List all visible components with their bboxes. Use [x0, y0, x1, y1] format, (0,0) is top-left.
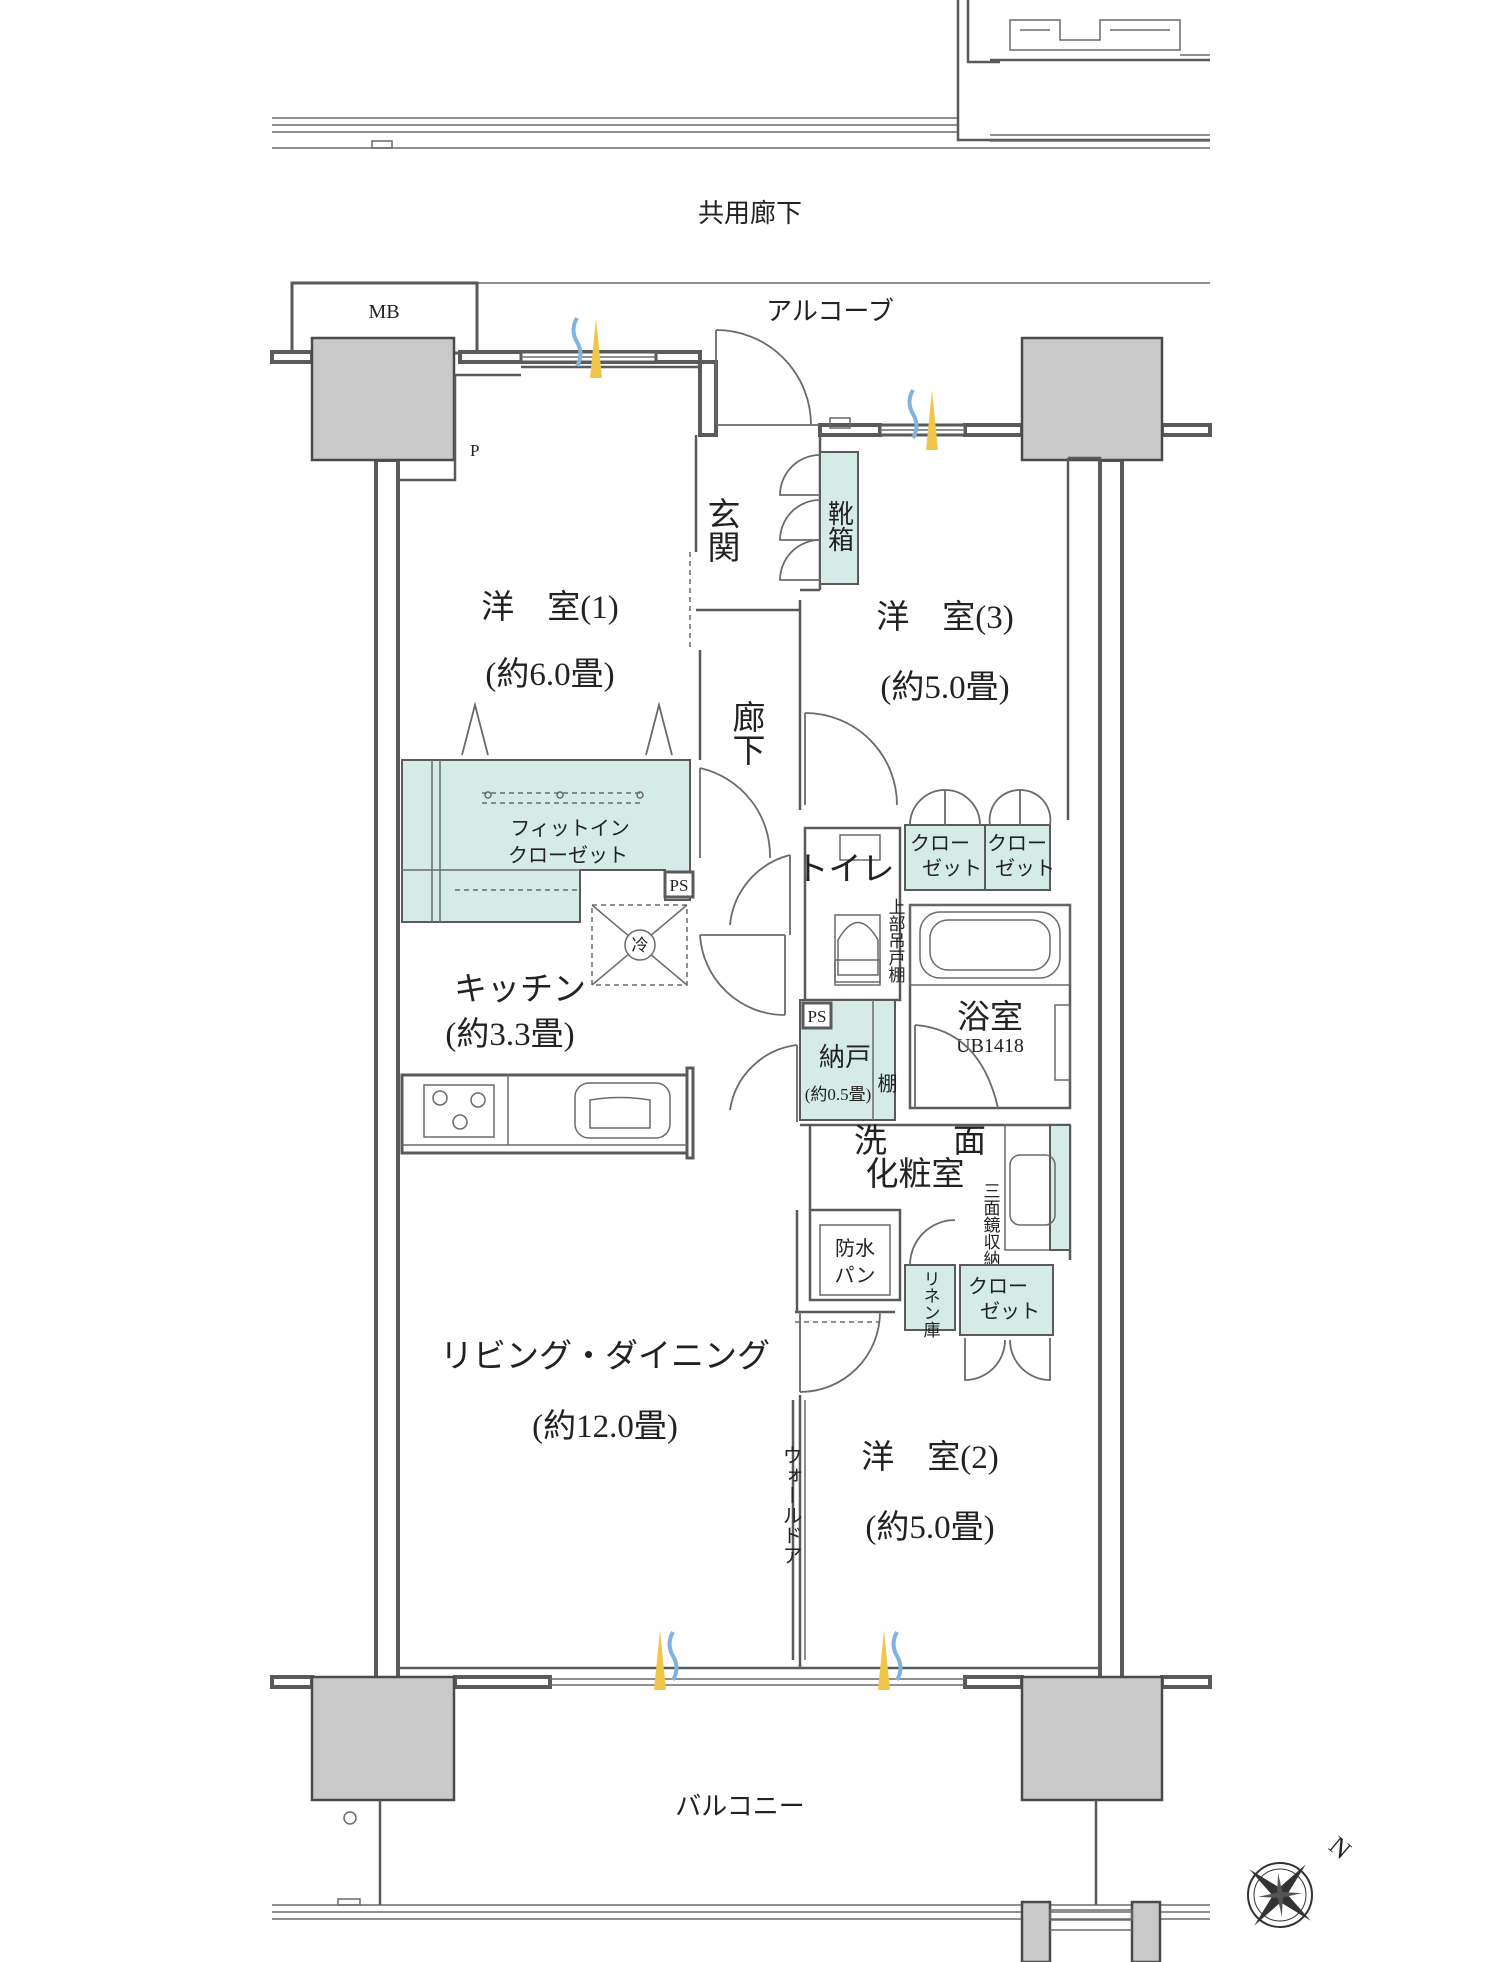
alcove-label: アルコーブ — [766, 297, 894, 326]
closet-doors-room3[interactable] — [909, 789, 1052, 826]
outer-walls — [270, 350, 1212, 1689]
p-label: P — [470, 441, 479, 460]
top-window-2 — [878, 423, 967, 437]
wic-label-1: フィットイン — [510, 818, 630, 840]
top-structure — [272, 0, 1210, 149]
closet-c-label-2: ゼット — [980, 1300, 1040, 1323]
room2-door[interactable] — [799, 1311, 881, 1393]
ps-label-1: PS — [670, 876, 689, 895]
walk-in-closet — [401, 701, 691, 923]
mirror-label: 三面鏡収納 — [981, 1182, 1001, 1268]
upper-shelf-label: 上部吊戸棚 — [886, 898, 906, 984]
wash-label-2: 化粧室 — [866, 1156, 965, 1193]
bath-door[interactable] — [914, 1024, 999, 1109]
linen-label: リネン庫 — [921, 1270, 941, 1338]
fridge-space — [591, 904, 688, 986]
corridor-label: 共用廊下 — [698, 199, 802, 228]
hall-door-1[interactable] — [729, 854, 791, 935]
closet-b-label-1: クロー — [987, 832, 1047, 855]
closet-a-label-1: クロー — [910, 832, 970, 855]
ventilation-icon — [654, 1630, 679, 1690]
closet-b — [984, 824, 1051, 891]
room2-name: 洋 室(2) — [861, 1439, 998, 1476]
stove-icon — [423, 1084, 495, 1138]
closet-b-label-2: ゼット — [995, 857, 1055, 880]
ventilation-icon — [878, 1630, 903, 1690]
closet-a-label-2: ゼット — [922, 857, 982, 880]
top-window-1 — [519, 350, 658, 364]
kitchen-counter — [400, 1066, 695, 1160]
balcony — [272, 1800, 1210, 1962]
room1-name: 洋 室(1) — [481, 589, 618, 626]
hall-label: 廊下 — [727, 700, 765, 766]
column-bottom-left — [310, 1675, 456, 1802]
kitchen-name: キッチン — [454, 972, 586, 1008]
shoe-box-doors[interactable] — [779, 454, 821, 581]
closet-c-label-1: クロー — [968, 1275, 1028, 1298]
storage-room — [799, 999, 896, 1121]
compass-icon — [1247, 1862, 1313, 1928]
unit-outline — [396, 480, 1102, 1670]
ventilation-icon — [907, 388, 938, 450]
waterproof-pan — [808, 1208, 902, 1302]
entrance-door[interactable] — [715, 329, 820, 426]
room3-door[interactable] — [804, 712, 898, 806]
ps-box-1 — [663, 870, 695, 899]
wic-label-2: クローゼット — [508, 844, 628, 867]
storage-door[interactable] — [729, 1044, 798, 1122]
interior-partitions — [689, 435, 1070, 820]
column-top-left — [310, 336, 456, 462]
kitchen-size: (約3.3畳) — [445, 1016, 574, 1053]
room2-size: (約5.0畳) — [865, 1509, 994, 1546]
room1-size: (約6.0畳) — [485, 656, 614, 693]
living-size: (約12.0畳) — [532, 1408, 678, 1445]
shelf-label: 棚 — [874, 1073, 897, 1093]
mb-label: MB — [368, 301, 399, 323]
storage-label: 納戸 — [819, 1043, 871, 1072]
entrance-step — [829, 417, 851, 429]
wall-door-label: ウォールドア — [779, 1445, 801, 1565]
room2-partition — [795, 1210, 895, 1668]
hall-door-2[interactable] — [699, 934, 786, 1016]
ventilation-icon — [571, 316, 602, 378]
closet-a — [904, 824, 986, 891]
linen-cupboard — [904, 1264, 956, 1331]
ps-label-2: PS — [808, 1007, 827, 1026]
fridge-label: 冷 — [632, 936, 649, 955]
bath-label: 浴室 — [957, 999, 1023, 1036]
toilet-label: トイレ — [796, 852, 895, 888]
shoe-box-label: 靴箱 — [825, 500, 854, 552]
entrance-label: 玄関 — [702, 497, 739, 563]
column-top-right — [1020, 336, 1164, 462]
bathroom — [908, 903, 1072, 1110]
wic-door[interactable] — [699, 767, 771, 859]
balcony-label: バルコニー — [675, 1792, 804, 1821]
closet-c — [959, 1264, 1054, 1336]
storage-size-label: (約0.5畳) — [805, 1085, 872, 1104]
wash-label-1: 洗 面 — [854, 1123, 986, 1160]
column-bottom-right — [1020, 1675, 1164, 1802]
bathtub-icon — [919, 911, 1061, 979]
toilet-icon — [834, 921, 881, 983]
room3-name: 洋 室(3) — [876, 599, 1013, 636]
sink-icon — [574, 1082, 671, 1139]
living-name: リビング・ダイニング — [440, 1338, 770, 1375]
bath-unit-label: UB1418 — [956, 1035, 1024, 1057]
pan-label-2: パン — [835, 1265, 876, 1287]
north-label: N — [1324, 1831, 1357, 1865]
closet-c-doors[interactable] — [964, 1338, 1051, 1381]
wall-door[interactable] — [791, 1400, 806, 1660]
pan-label-1: 防水 — [835, 1237, 875, 1260]
washroom — [800, 1123, 1072, 1260]
linen-door[interactable] — [909, 1219, 956, 1266]
room3-size: (約5.0畳) — [880, 669, 1009, 706]
